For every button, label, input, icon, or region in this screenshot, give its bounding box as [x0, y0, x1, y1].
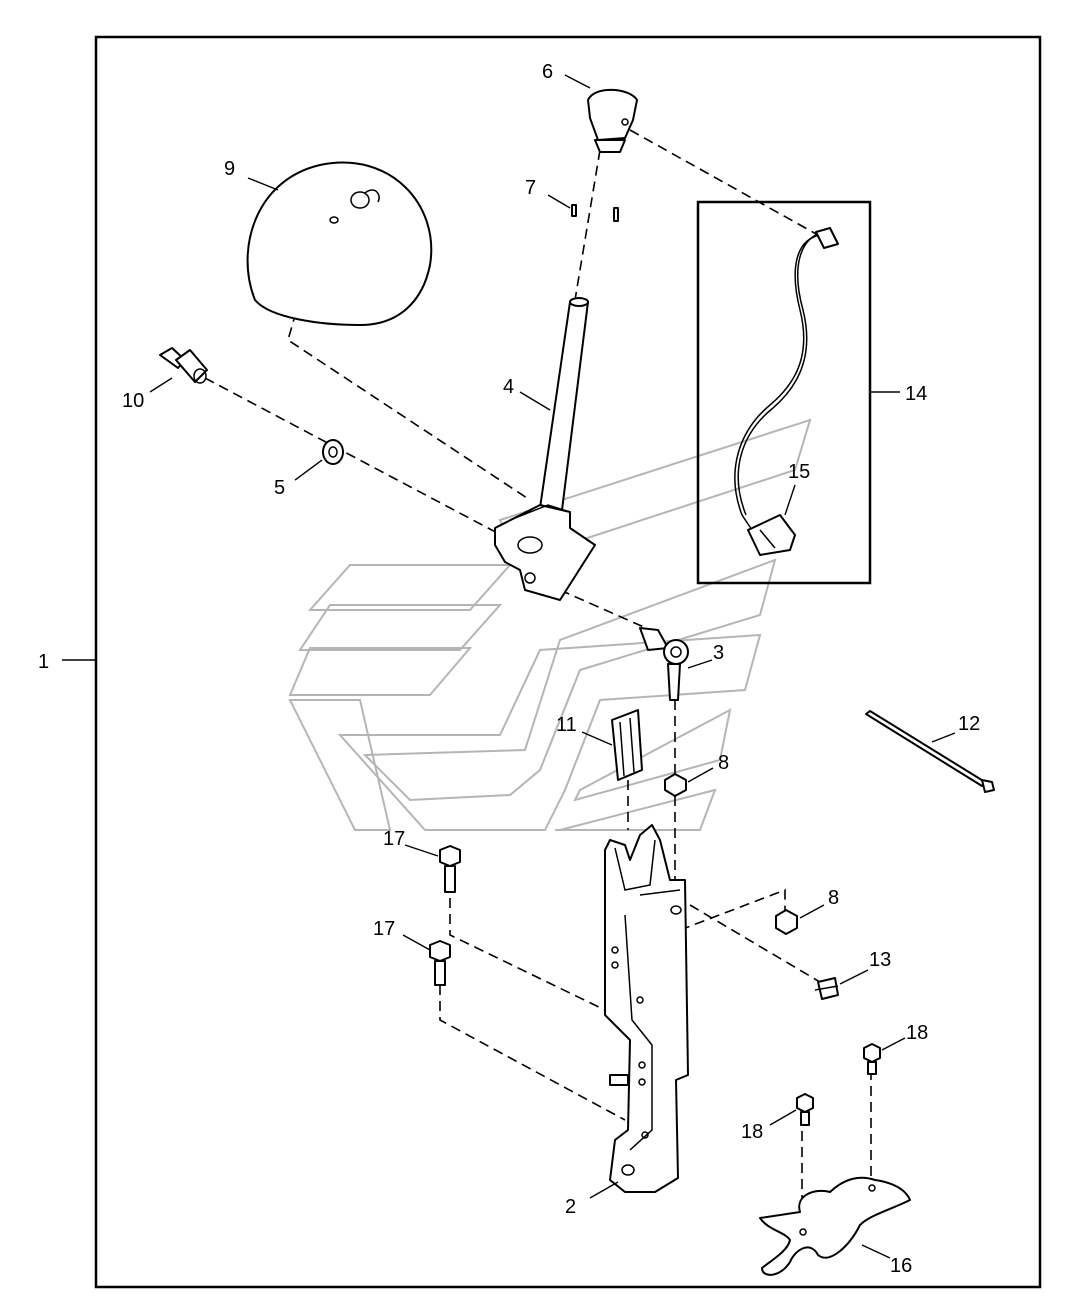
hex-nut-lower — [775, 909, 798, 935]
callout-18-right: 18 — [906, 1022, 928, 1044]
callout-11: 11 — [556, 714, 577, 736]
pivot-pin — [159, 347, 208, 384]
callout-15: 15 — [788, 461, 810, 483]
callout-5: 5 — [274, 477, 285, 499]
lever-shaft — [539, 297, 589, 511]
callout-10: 10 — [122, 390, 144, 412]
callout-17-lower: 17 — [373, 918, 395, 940]
cable-tie — [865, 710, 995, 793]
callout-leaders — [149, 74, 956, 1259]
set-screws — [571, 204, 619, 222]
callout-16: 16 — [890, 1255, 912, 1277]
mount-bolt-right — [863, 1043, 881, 1075]
callout-2: 2 — [565, 1196, 576, 1218]
callout-1: 1 — [38, 651, 49, 673]
washer — [322, 439, 344, 465]
callout-8-upper: 8 — [718, 752, 729, 774]
wire-harness — [734, 227, 839, 556]
cover-dome — [246, 161, 433, 326]
ball-joint — [639, 627, 689, 701]
mounting-plate — [759, 1176, 911, 1276]
shift-knob — [587, 88, 638, 153]
hex-nut-upper — [664, 773, 687, 797]
callout-7: 7 — [525, 177, 536, 199]
callout-4: 4 — [503, 376, 514, 398]
mount-bolt-left — [796, 1093, 814, 1126]
callout-6: 6 — [542, 61, 553, 83]
callout-17-upper: 17 — [383, 828, 405, 850]
callout-3: 3 — [713, 642, 724, 664]
callout-13: 13 — [869, 949, 891, 971]
pivot-bracket — [494, 504, 596, 601]
callout-labels: 1 2 3 4 5 6 7 8 8 9 10 11 12 13 14 15 16… — [38, 61, 980, 1277]
callout-18-left: 18 — [741, 1121, 763, 1143]
assembly-lines — [204, 129, 872, 1240]
clip-nut — [814, 977, 839, 1000]
flange-bolt-lower — [429, 940, 451, 986]
assembly-frame — [94, 35, 1042, 1289]
flange-bolt-upper — [439, 845, 461, 893]
callout-8-lower: 8 — [828, 887, 839, 909]
mounting-bracket — [604, 824, 689, 1193]
retaining-clip — [611, 709, 643, 781]
callout-9: 9 — [224, 158, 235, 180]
callout-12: 12 — [958, 713, 980, 735]
callout-14: 14 — [905, 383, 927, 405]
